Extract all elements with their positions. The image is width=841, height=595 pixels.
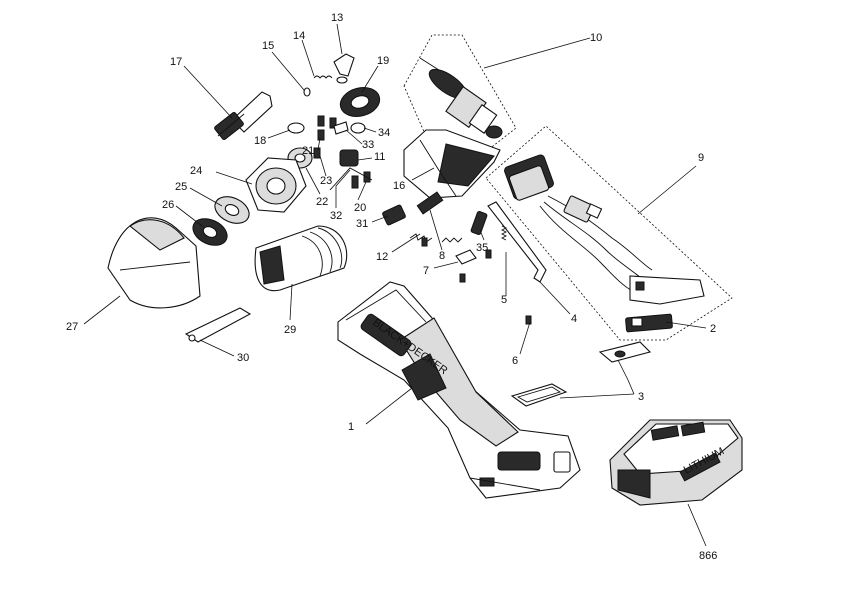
callout-14: 14 — [293, 30, 305, 42]
callout-26: 26 — [162, 199, 174, 211]
callout-33: 33 — [362, 139, 374, 151]
rear-boot-part — [254, 225, 348, 292]
brush-spring-part — [329, 167, 373, 191]
callout-15: 15 — [262, 40, 274, 52]
callout-4: 4 — [571, 313, 577, 325]
pinion-gear-part — [339, 149, 359, 167]
lock-spring-part — [313, 75, 333, 79]
slide-switch-part — [455, 249, 477, 265]
motor-group-outline — [485, 125, 733, 341]
spring-part-b — [441, 237, 463, 243]
callout-17: 17 — [170, 56, 182, 68]
main-housing-part: BLACK+DECKER — [337, 281, 581, 499]
battery-latch-part — [598, 341, 652, 363]
callout-7: 7 — [423, 265, 429, 277]
callout-3: 3 — [638, 391, 644, 403]
bevel-gear-part — [339, 87, 381, 117]
trigger-part — [382, 204, 406, 226]
callout-30: 30 — [237, 352, 249, 364]
callout-2: 2 — [710, 323, 716, 335]
screw-part-a — [313, 129, 325, 159]
bracket-part — [470, 211, 488, 235]
leader-lines — [83, 23, 707, 547]
bearing-part-small — [350, 122, 366, 134]
callout-20: 20 — [354, 202, 366, 214]
callout-1: 1 — [348, 421, 354, 433]
callout-5: 5 — [501, 294, 507, 306]
callout-12: 12 — [376, 251, 388, 263]
switch-rod-part — [487, 201, 547, 283]
wheel-guard-part — [107, 217, 201, 309]
key-part — [333, 121, 349, 135]
screw-part-b — [317, 115, 337, 129]
switch-part — [625, 313, 673, 333]
screws-part — [421, 237, 532, 325]
callout-24: 24 — [190, 165, 202, 177]
callout-9: 9 — [698, 152, 704, 164]
callout-8: 8 — [439, 250, 445, 262]
motor-stator-part — [504, 154, 705, 305]
callout-25: 25 — [175, 181, 187, 193]
callout-23: 23 — [320, 175, 332, 187]
callout-labels: 1 2 3 4 5 6 7 8 9 10 11 12 13 14 15 16 1… — [66, 12, 717, 562]
callout-22: 22 — [316, 196, 328, 208]
callout-19: 19 — [377, 55, 389, 67]
armature-part — [419, 57, 503, 139]
callout-866: 866 — [699, 550, 717, 562]
callout-11: 11 — [374, 151, 385, 163]
washer-part — [287, 122, 305, 134]
callout-35: 35 — [476, 242, 488, 254]
callout-18: 18 — [254, 135, 266, 147]
callout-34: 34 — [378, 127, 390, 139]
rod-spring-part — [500, 225, 508, 241]
spindle-lock-part — [333, 53, 355, 84]
flange-housing-part — [245, 157, 307, 213]
callout-16: 16 — [393, 180, 405, 192]
callout-6: 6 — [512, 355, 518, 367]
gear-case-part — [403, 129, 501, 199]
spindle-part — [214, 91, 273, 141]
mounting-bracket-part — [184, 307, 252, 343]
callout-32: 32 — [330, 210, 342, 222]
callout-27: 27 — [66, 321, 78, 333]
battery-pack-part: LITHIUM — [609, 419, 743, 506]
callout-10: 10 — [590, 32, 602, 44]
seal-ring-part — [510, 383, 568, 407]
retaining-ring-part — [303, 87, 311, 97]
callout-21: 21 — [302, 145, 314, 157]
callout-31: 31 — [356, 218, 368, 230]
lever-part — [416, 191, 444, 215]
callout-13: 13 — [331, 12, 343, 24]
callout-29: 29 — [284, 324, 296, 336]
